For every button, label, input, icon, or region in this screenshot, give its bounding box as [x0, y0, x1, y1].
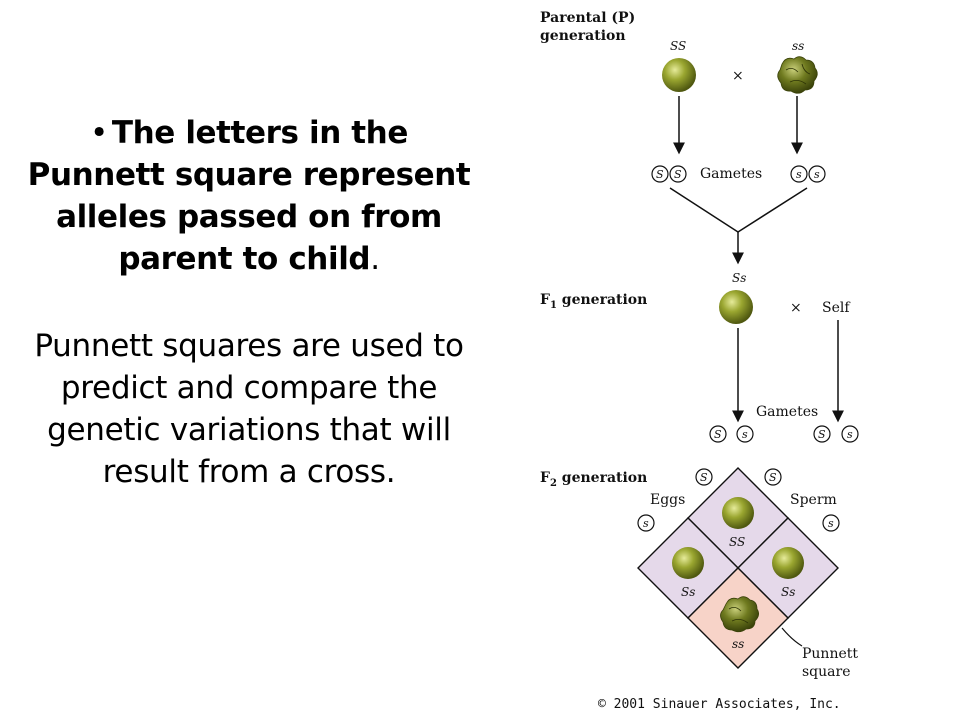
gametes-row-bottom: S s S s [709, 425, 859, 443]
gamete-circle [736, 425, 754, 443]
wrinkle-lines [785, 63, 811, 85]
self-label: Self [822, 300, 851, 316]
gamete-allele: S [818, 428, 826, 441]
sperm-allele-dominant [764, 468, 782, 486]
punnett-callout-line [781, 627, 803, 647]
gamete-circle [709, 425, 727, 443]
gamete-allele: s [847, 428, 853, 441]
sperm-allele-recessive [822, 514, 840, 532]
gamete-circle [841, 425, 859, 443]
round-pea-f1-icon [719, 290, 753, 324]
f2-label: F2 generation [540, 470, 647, 489]
cross-symbol-top: × [732, 68, 744, 84]
wrinkle-lines [728, 607, 749, 624]
gamete-circle [651, 165, 669, 183]
cell-bottom-genotype: ss [732, 637, 744, 651]
punnett-label-line2: square [802, 664, 851, 680]
round-pea-cell-right-icon [772, 547, 804, 579]
bullet-tail: . [370, 241, 380, 278]
gamete-allele: S [674, 168, 682, 181]
slide-text: •The letters in the Punnett square repre… [20, 112, 478, 493]
wrinkled-pea-cell-bottom-icon [720, 596, 759, 633]
round-pea-parent-icon [662, 58, 696, 92]
sperm-allele-recessive-text: s [828, 517, 834, 530]
cell-top-genotype: SS [729, 535, 745, 549]
gametes-label-bottom: Gametes [756, 404, 818, 420]
bullet-symbol: • [90, 115, 108, 151]
gamete-allele: S [714, 428, 722, 441]
gamete-circle [813, 425, 831, 443]
parent2-genotype: ss [792, 39, 804, 53]
gametes-row-top: S S Gametes s s [651, 165, 826, 183]
cross-symbol-f1: × [790, 300, 802, 316]
gamete-allele: s [796, 168, 802, 181]
gamete-allele: s [814, 168, 820, 181]
gamete-allele: s [742, 428, 748, 441]
parental-label-line1: Parental (P) [540, 10, 635, 26]
egg-allele-dominant-text: S [700, 471, 708, 484]
body-paragraph: Punnett squares are used to predict and … [34, 327, 464, 491]
gametes-label-top: Gametes [700, 166, 762, 182]
sperm-allele-dominant-text: S [769, 471, 777, 484]
sperm-label: Sperm [790, 492, 837, 508]
parental-label-line2: generation [540, 28, 626, 44]
cell-right-genotype: Ss [781, 585, 795, 599]
f1-label: F1 generation [540, 292, 647, 311]
wrinkled-pea-parent-icon [777, 56, 818, 94]
punnett-diagram: Parental (P) generation SS ss × S S Game… [540, 10, 859, 712]
merge-lines [669, 187, 808, 233]
punnett-figure: Parental (P) generation SS ss × S S Game… [520, 0, 940, 720]
eggs-label: Eggs [650, 492, 685, 508]
gamete-circle [669, 165, 687, 183]
punnett-label-line1: Punnett [802, 646, 858, 662]
gamete-allele: S [656, 168, 664, 181]
gamete-circle [808, 165, 826, 183]
copyright-text: © 2001 Sinauer Associates, Inc. [598, 697, 841, 712]
egg-allele-recessive-text: s [643, 517, 649, 530]
bullet-bold-text: The letters in the Punnett square repres… [27, 115, 471, 278]
egg-allele-dominant [695, 468, 713, 486]
parent1-genotype: SS [670, 39, 686, 53]
round-pea-cell-left-icon [672, 547, 704, 579]
punnett-square: SS Ss Ss ss [637, 467, 839, 669]
round-pea-cell-top-icon [722, 497, 754, 529]
cell-left-genotype: Ss [681, 585, 695, 599]
f1-genotype: Ss [732, 271, 746, 285]
gamete-circle [790, 165, 808, 183]
egg-allele-recessive [637, 514, 655, 532]
bullet-paragraph: •The letters in the Punnett square repre… [20, 112, 478, 281]
